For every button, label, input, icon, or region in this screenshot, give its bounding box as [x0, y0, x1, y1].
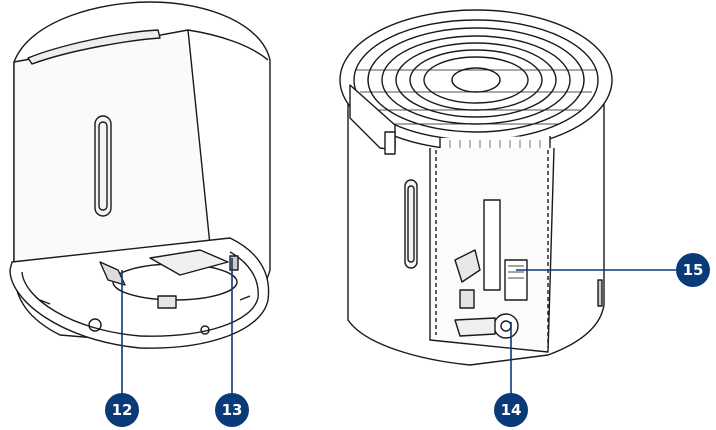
left-unit-panel — [13, 29, 211, 263]
right-unit-window — [404, 179, 418, 269]
right-unit-pump — [493, 313, 519, 339]
callout-15: 15 — [676, 253, 710, 287]
callout-12: 12 — [105, 393, 139, 427]
callout-12-label: 12 — [112, 401, 133, 419]
callout-12-badge — [105, 393, 139, 427]
callout-15-label: 15 — [683, 261, 704, 279]
left-unit-bracket — [99, 261, 126, 286]
left-unit-window — [94, 115, 112, 217]
left-unit-top-slot — [27, 29, 161, 65]
callout-13-badge — [215, 393, 249, 427]
callout-13-label: 13 — [222, 401, 243, 419]
callout-14-badge — [494, 393, 528, 427]
callout-14: 14 — [494, 393, 528, 427]
left-unit-drawing — [9, 1, 271, 349]
right-unit-center-knob — [451, 67, 501, 93]
right-unit-drawing — [339, 9, 613, 366]
callout-13: 13 — [215, 393, 249, 427]
callout-14-label: 14 — [501, 401, 522, 419]
callout-15-badge — [676, 253, 710, 287]
leader-lines — [121, 258, 682, 396]
